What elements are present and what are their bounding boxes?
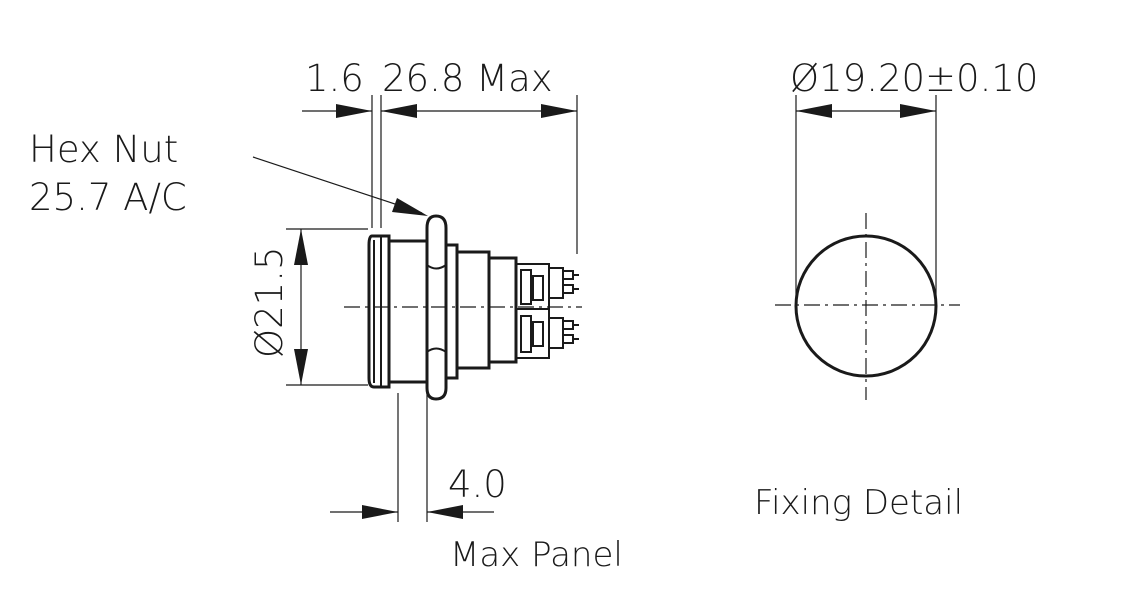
terminals-upper <box>520 267 579 305</box>
fixing-detail-view: Ø19.20±0.10 Fixing Detail <box>754 57 1038 523</box>
terminal-block <box>515 263 550 359</box>
arrow <box>541 104 577 118</box>
threaded-body <box>387 239 429 384</box>
bezel-flange <box>367 234 391 389</box>
max-panel-label: Max Panel <box>450 535 623 575</box>
dim-length-label: 26.8 Max <box>382 57 553 100</box>
fixing-detail-label: Fixing Detail <box>754 483 963 523</box>
arrow <box>294 229 308 265</box>
dimension-length: 1.6 26.8 Max <box>302 57 578 254</box>
hex-nut-label: Hex Nut <box>29 128 178 171</box>
arrow <box>427 505 463 519</box>
dim-flange-label: 1.6 <box>305 57 364 100</box>
arrow <box>900 104 936 118</box>
arrow <box>796 104 832 118</box>
arrow <box>381 104 417 118</box>
dimension-diameter: Ø21.5 <box>248 228 368 386</box>
hex-nut-callout: Hex Nut 25.7 A/C <box>29 128 428 219</box>
arrow <box>362 505 398 519</box>
rear-housing <box>455 250 491 370</box>
dimension-panel: 4.0 Max Panel <box>330 393 623 575</box>
hex-nut-face <box>426 264 447 353</box>
hex-nut <box>425 214 448 401</box>
rear-collar <box>444 243 459 380</box>
hex-nut-size-label: 25.7 A/C <box>29 176 187 219</box>
arrow <box>336 104 372 118</box>
terminals-lower <box>520 315 579 353</box>
dim-cutout-label: Ø19.20±0.10 <box>790 57 1038 100</box>
terminal-base <box>487 256 518 364</box>
dim-panel-label: 4.0 <box>448 463 507 506</box>
leader-line <box>252 156 423 214</box>
arrow <box>392 198 428 216</box>
arrow <box>294 349 308 385</box>
dim-diameter-label: Ø21.5 <box>248 246 291 358</box>
switch-side-view <box>344 214 582 401</box>
